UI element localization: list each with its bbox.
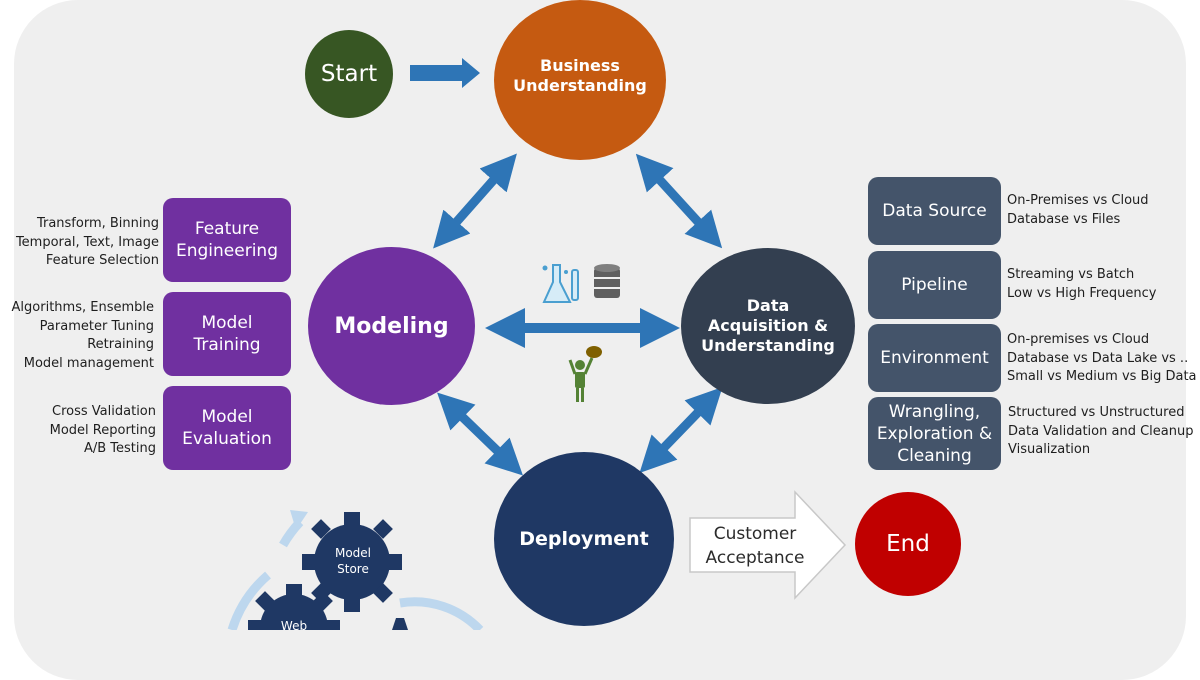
environment-box: Environment (868, 324, 1001, 392)
model-evaluation-notes: Cross Validation Model Reporting A/B Tes… (49, 404, 156, 457)
pipeline-box: Pipeline (868, 251, 1001, 319)
model-evaluation-label: Model Evaluation (182, 407, 272, 449)
deployment-node: Deployment (494, 452, 674, 626)
model-training-notes: Algorithms, Ensemble Parameter Tuning Re… (11, 300, 154, 371)
wrangling-box: Wrangling, Exploration & Cleaning (868, 397, 1001, 470)
feature-engineering-notes: Transform, Binning Temporal, Text, Image… (15, 216, 159, 269)
flask-icon (542, 264, 579, 303)
scientist-icon (568, 346, 602, 402)
pipeline-notes: Streaming vs Batch Low vs High Frequency (1007, 267, 1157, 301)
data-source-notes: On-Premises vs Cloud Database vs Files (1007, 193, 1149, 227)
business-understanding-label: Business Understanding (513, 56, 647, 95)
feature-engineering-box: Feature Engineering (163, 198, 291, 282)
modeling-node: Modeling (308, 247, 475, 405)
gear-model-store-icon (302, 512, 402, 612)
gears-graphic (227, 510, 484, 630)
data-acquisition-label: Data Acquisition & Understanding (701, 296, 835, 355)
end-node: End (855, 492, 961, 596)
diagram-connectors (227, 58, 847, 630)
model-evaluation-box: Model Evaluation (163, 386, 291, 470)
end-label: End (886, 531, 930, 557)
environment-notes: On-premises vs Cloud Database vs Data La… (1007, 332, 1197, 385)
environment-label: Environment (880, 348, 989, 368)
model-training-box: Model Training (163, 292, 291, 376)
model-training-label: Model Training (193, 313, 261, 355)
start-label: Start (320, 61, 378, 87)
model-store-gear-label: Model Store (334, 546, 372, 576)
start-node: Start (305, 30, 393, 118)
arrow-modeling-deployment (437, 392, 523, 476)
wrangling-notes: Structured vs Unstructured Data Validati… (1008, 405, 1194, 458)
feature-engineering-label: Feature Engineering (176, 219, 278, 261)
arrow-data-deployment (639, 387, 723, 473)
data-source-label: Data Source (882, 201, 987, 221)
data-acquisition-node: Data Acquisition & Understanding (681, 248, 855, 404)
database-icon (594, 264, 620, 298)
deployment-label: Deployment (519, 528, 649, 550)
arrow-start-to-business (410, 58, 480, 88)
pipeline-label: Pipeline (901, 275, 968, 295)
customer-acceptance-arrow (689, 490, 847, 600)
arrow-business-modeling (433, 153, 517, 249)
data-source-box: Data Source (868, 177, 1001, 245)
web-gear-label: Web (280, 619, 308, 633)
modeling-label: Modeling (334, 313, 449, 339)
business-understanding-node: Business Understanding (494, 0, 666, 160)
gear-web-icon (248, 584, 340, 630)
customer-acceptance-label: Customer Acceptance (705, 524, 805, 568)
arrow-business-data (635, 153, 723, 249)
wrangling-label: Wrangling, Exploration & Cleaning (876, 401, 993, 466)
gear-partial-icon (392, 618, 408, 630)
